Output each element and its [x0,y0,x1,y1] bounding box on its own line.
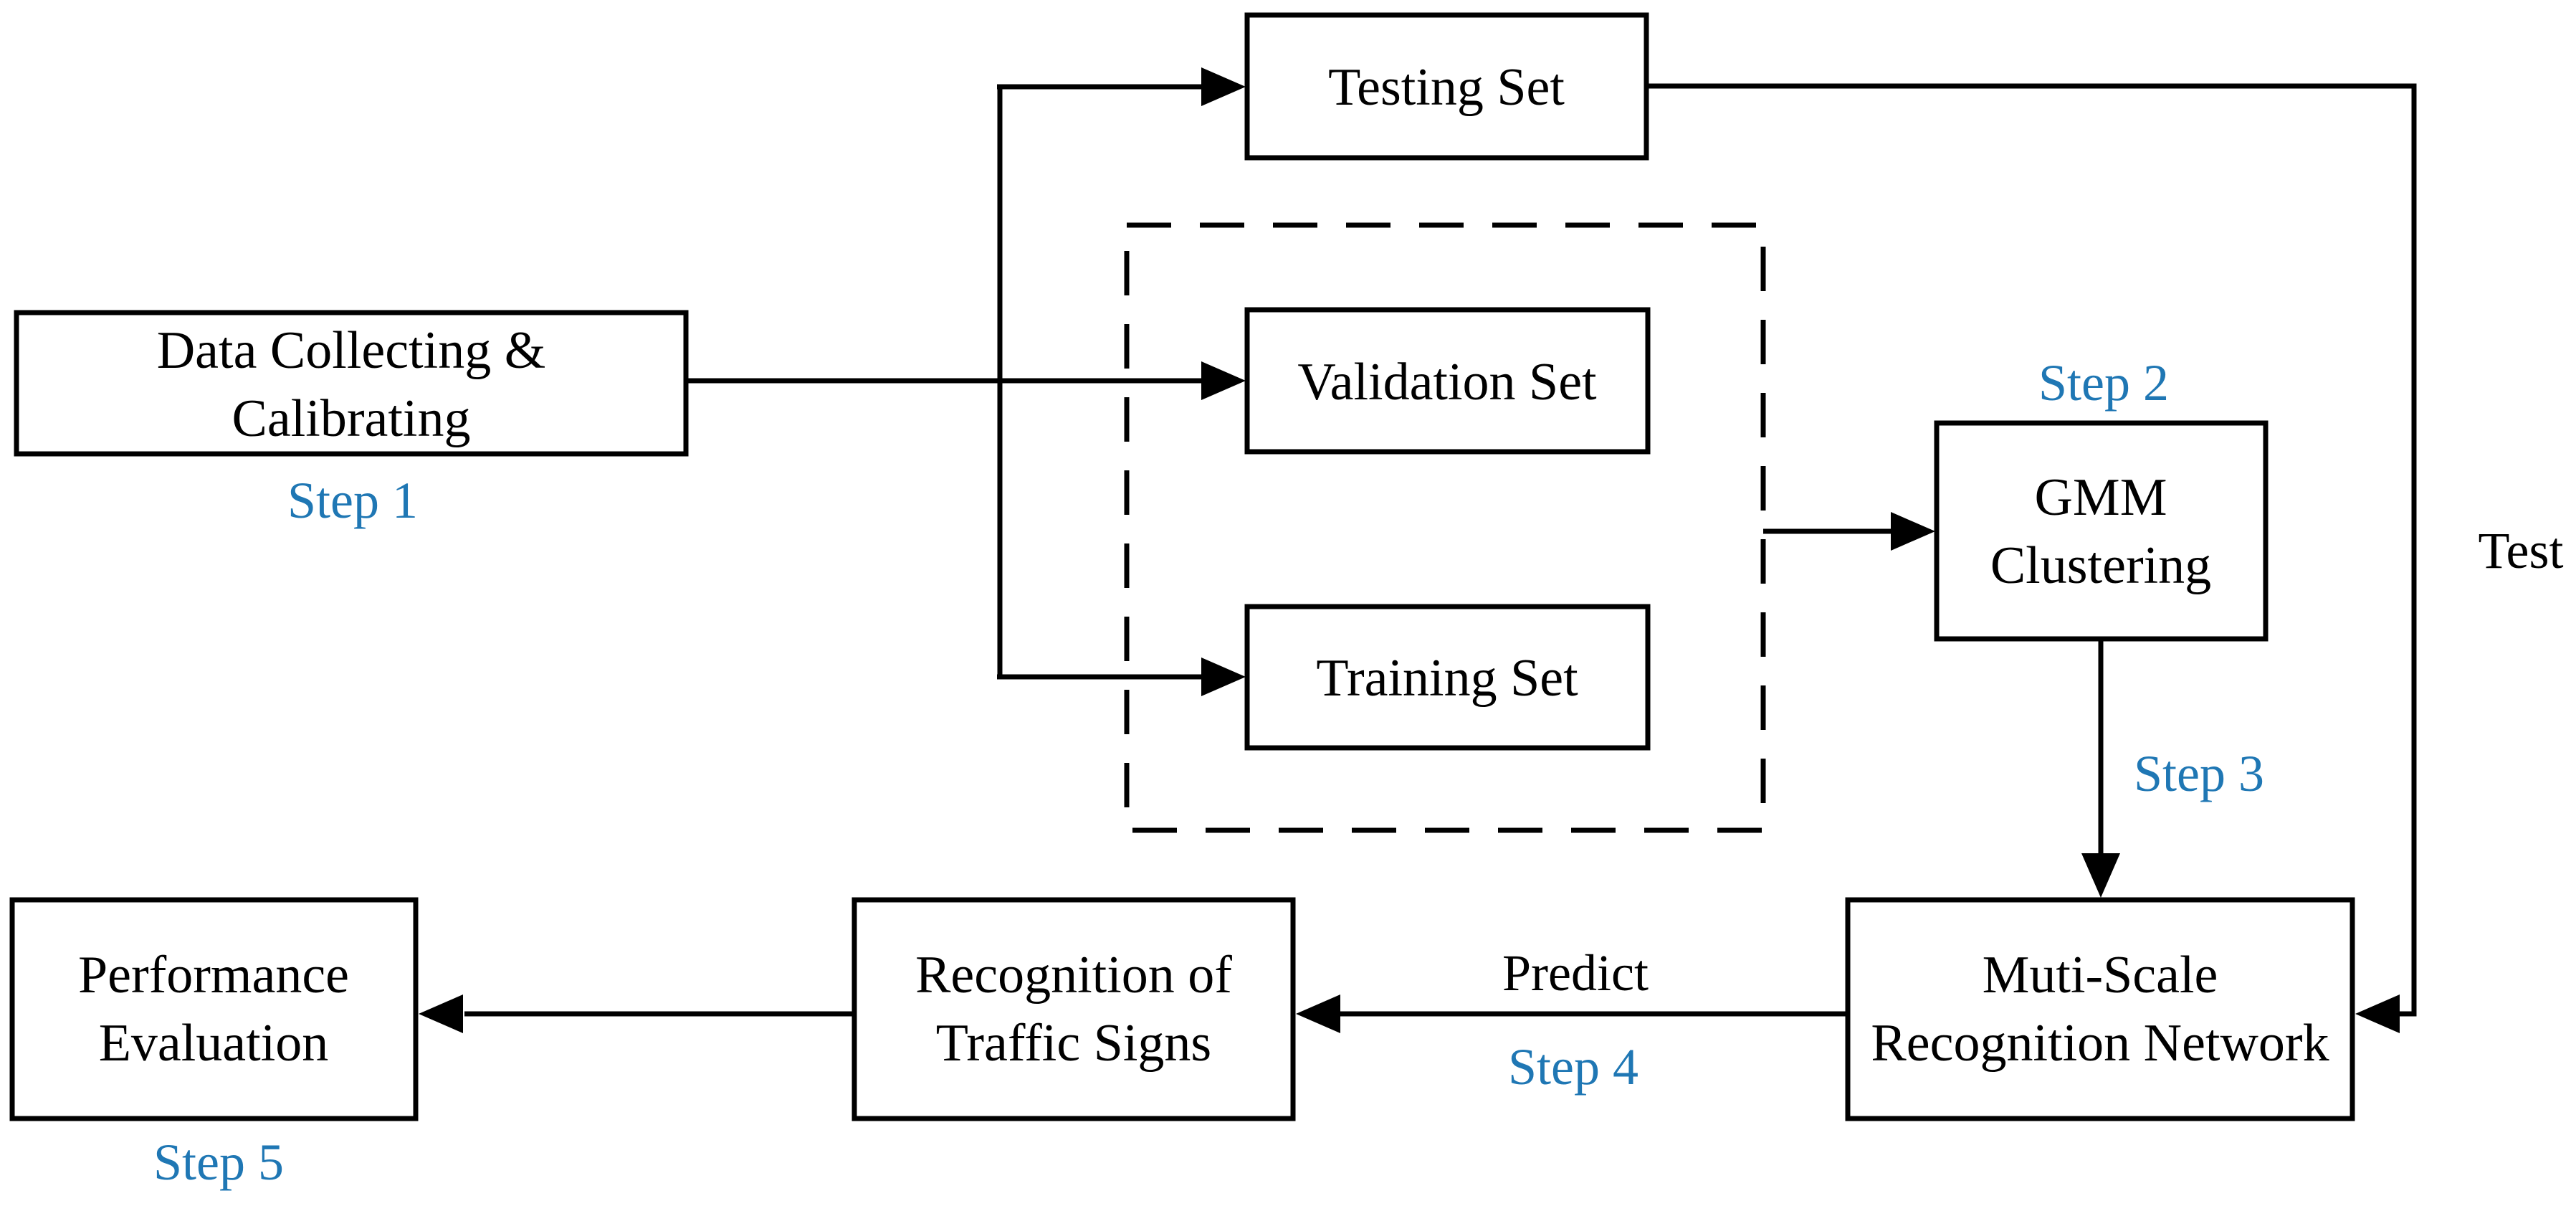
arrowhead-to-network-top [2081,853,2120,898]
dashed-group-outline [1124,222,1766,833]
box-muti-scale-network-outline [1845,897,2355,1121]
step3-label: Step 3 [2134,745,2264,802]
line-testing-to-network [1646,83,2417,1017]
box-performance-evaluation-label-line2: Evaluation [99,1014,329,1073]
arrowhead-to-network-right [2355,994,2400,1033]
box-data-collecting-label-line2: Calibrating [232,389,471,448]
box-gmm-clustering-label-line2: Clustering [1990,536,2211,595]
box-testing-set-label: Testing Set [1328,58,1565,117]
box-training-set-outline [1244,604,1651,751]
arrowhead-to-testing [1201,67,1246,106]
box-testing-set-outline [1244,12,1649,161]
step5-label: Step 5 [153,1134,284,1191]
box-training-set-label: Training Set [1316,649,1578,708]
box-recognition-traffic-signs-outline [851,897,1296,1121]
arrowhead-to-performance [419,994,463,1033]
box-validation-set: Validation Set [1244,307,1651,455]
step1-label: Step 1 [287,472,418,529]
box-recognition-traffic-signs-label-line2: Traffic Signs [936,1014,1211,1073]
box-performance-evaluation: Performance Evaluation [9,897,419,1121]
box-data-collecting: Data Collecting & Calibrating [14,310,689,457]
box-recognition-traffic-signs: Recognition of Traffic Signs [851,897,1296,1121]
arrowhead-to-recognition [1296,994,1340,1033]
box-gmm-clustering-label-line1: GMM [2034,468,2167,527]
step4-label: Step 4 [1508,1038,1638,1096]
predict-label: Predict [1502,944,1649,1002]
box-data-collecting-outline [14,310,689,457]
arrowhead-to-gmm [1891,512,1935,551]
box-performance-evaluation-outline [9,897,419,1121]
box-data-collecting-label-line1: Data Collecting & [157,321,546,380]
box-muti-scale-network: Muti-Scale Recognition Network [1845,897,2355,1121]
box-gmm-clustering-outline [1934,420,2269,642]
step2-label: Step 2 [2038,354,2169,412]
box-muti-scale-network-label-line2: Recognition Network [1871,1014,2329,1073]
connectors [419,67,2417,1033]
arrowhead-to-training [1201,657,1246,696]
test-label: Test [2479,522,2564,579]
box-performance-evaluation-label-line1: Performance [78,946,349,1005]
box-training-set: Training Set [1244,604,1651,751]
box-recognition-traffic-signs-label-line1: Recognition of [915,946,1232,1005]
box-muti-scale-network-label-line1: Muti-Scale [1983,946,2218,1005]
box-gmm-clustering: GMM Clustering [1934,420,2269,642]
arrowhead-to-validation [1201,361,1246,400]
step-labels: Step 1 Step 2 Step 3 Step 4 Step 5 Predi… [153,354,2563,1191]
box-validation-set-label: Validation Set [1297,353,1597,412]
box-testing-set: Testing Set [1244,12,1649,161]
box-validation-set-outline [1244,307,1651,455]
